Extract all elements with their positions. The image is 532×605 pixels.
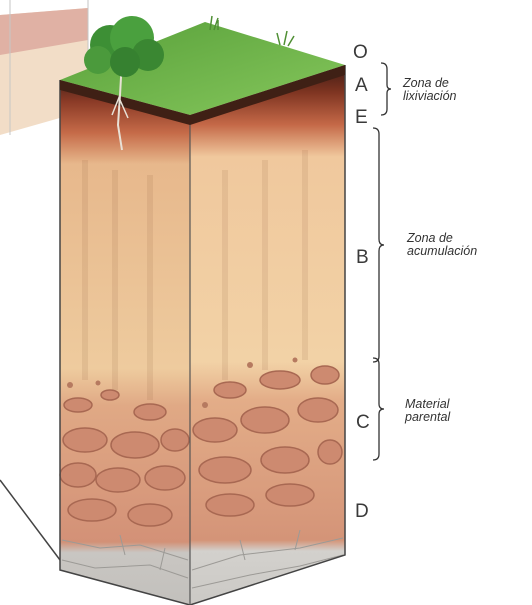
zone-leaching-label: Zona de lixiviación [403, 77, 457, 103]
horizon-o-label: O [353, 43, 368, 62]
zone-parent-material-label: Material parental [405, 398, 450, 424]
zone-accumulation-label: Zona de acumulación [407, 232, 477, 258]
horizon-b-label: B [356, 248, 369, 267]
soil-front-face [60, 80, 190, 605]
horizon-brackets [373, 63, 391, 460]
horizon-a-label: A [355, 76, 368, 95]
background-block-edge [0, 480, 60, 560]
horizon-e-label: E [355, 108, 368, 127]
horizon-c-label: C [356, 413, 370, 432]
horizon-d-label: D [355, 502, 369, 521]
